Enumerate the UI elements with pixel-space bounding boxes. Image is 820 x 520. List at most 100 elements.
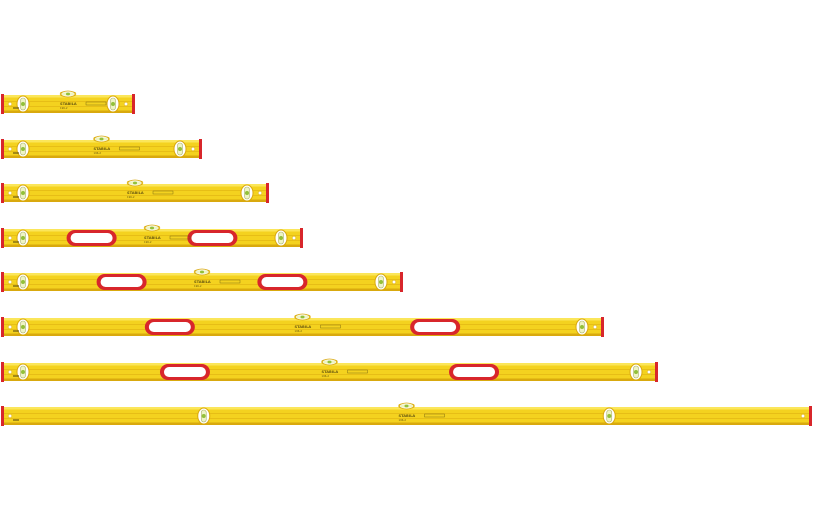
vial-bubble bbox=[607, 414, 612, 418]
vial bbox=[295, 313, 310, 321]
vial-bubble bbox=[178, 147, 182, 151]
end-cap-left bbox=[1, 272, 4, 292]
hang-hole bbox=[190, 146, 196, 152]
vial bbox=[16, 273, 30, 291]
handle-grip bbox=[410, 319, 461, 335]
level-body bbox=[1, 140, 202, 158]
product-print: 196-2 bbox=[127, 195, 135, 199]
vial-bubble bbox=[111, 102, 115, 106]
handle-grip bbox=[187, 230, 238, 246]
vial bbox=[106, 95, 120, 113]
vial-bubble bbox=[150, 226, 154, 230]
spec-print bbox=[320, 324, 341, 329]
product-print: 196-2 bbox=[322, 374, 330, 378]
handle-grip bbox=[144, 319, 195, 335]
vial bbox=[16, 363, 30, 381]
product-print: 196-2 bbox=[60, 106, 68, 110]
vial-bubble bbox=[404, 404, 409, 408]
handle-grip bbox=[159, 364, 210, 380]
end-cap-right bbox=[400, 272, 403, 292]
end-cap-left bbox=[1, 317, 4, 337]
brand-print: STABILA bbox=[94, 147, 111, 151]
tick-print bbox=[13, 375, 19, 377]
handle-opening bbox=[414, 322, 457, 332]
spec-print bbox=[219, 279, 241, 284]
hang-hole bbox=[7, 146, 13, 152]
end-cap-right bbox=[809, 406, 812, 426]
tick-print bbox=[13, 285, 19, 287]
level-bottom-edge bbox=[1, 333, 604, 336]
vial bbox=[374, 273, 388, 291]
spirit-levels-group: STABILA196-2STABILA196-2STABILA196-2STAB… bbox=[1, 90, 812, 426]
hang-hole bbox=[291, 235, 297, 241]
vial bbox=[173, 140, 187, 158]
product-print: 196-2 bbox=[399, 418, 407, 422]
vial bbox=[274, 229, 288, 247]
brand-print: STABILA bbox=[194, 280, 211, 284]
end-cap-right bbox=[655, 362, 658, 382]
level-bottom-edge bbox=[1, 110, 135, 113]
brand-print: STABILA bbox=[144, 236, 161, 240]
level-body bbox=[1, 184, 269, 202]
spec-print bbox=[347, 369, 368, 374]
level-bottom-edge bbox=[1, 422, 812, 425]
product-print: 196-2 bbox=[94, 151, 102, 155]
vial bbox=[399, 402, 414, 410]
vial-bubble bbox=[21, 325, 25, 329]
level-bottom-edge bbox=[1, 199, 269, 202]
tick-print bbox=[13, 419, 19, 421]
hang-hole bbox=[800, 413, 806, 419]
hang-hole bbox=[7, 235, 13, 241]
vial-bubble bbox=[580, 325, 584, 329]
vial bbox=[197, 407, 211, 425]
vial bbox=[144, 224, 160, 232]
hang-hole bbox=[646, 369, 652, 375]
spec-print bbox=[424, 413, 445, 418]
end-cap-left bbox=[1, 362, 4, 382]
vial bbox=[16, 229, 30, 247]
brand-print: STABILA bbox=[127, 191, 144, 195]
product-print: 196-2 bbox=[144, 240, 152, 244]
vial-bubble bbox=[634, 370, 638, 374]
hang-hole bbox=[592, 324, 598, 330]
vial-bubble bbox=[379, 280, 383, 284]
spec-print bbox=[169, 235, 191, 240]
end-cap-right bbox=[601, 317, 604, 337]
brand-print: STABILA bbox=[399, 414, 416, 418]
tick-print bbox=[13, 196, 19, 198]
vial bbox=[322, 358, 337, 366]
brand-print: STABILA bbox=[295, 325, 312, 329]
product-print: 196-2 bbox=[194, 284, 202, 288]
end-cap-left bbox=[1, 406, 4, 426]
hang-hole bbox=[123, 101, 129, 107]
handle-opening bbox=[261, 277, 304, 287]
handle-grip bbox=[449, 364, 500, 380]
vial bbox=[629, 363, 643, 381]
vial bbox=[194, 268, 210, 276]
vial bbox=[60, 90, 76, 98]
end-cap-right bbox=[132, 94, 135, 114]
hang-hole bbox=[257, 190, 263, 196]
brand-print: STABILA bbox=[322, 370, 339, 374]
handle-grip bbox=[96, 274, 147, 290]
vial bbox=[602, 407, 616, 425]
vial-bubble bbox=[133, 181, 137, 185]
vial-bubble bbox=[21, 370, 25, 374]
spec-print bbox=[152, 190, 174, 195]
vial bbox=[16, 318, 30, 336]
handle-opening bbox=[100, 277, 143, 287]
handle-opening bbox=[163, 367, 206, 377]
end-cap-left bbox=[1, 228, 4, 248]
handle-grip bbox=[257, 274, 308, 290]
end-cap-right bbox=[266, 183, 269, 203]
vial bbox=[94, 135, 109, 143]
vial-bubble bbox=[201, 414, 206, 418]
tick-print bbox=[13, 152, 19, 154]
